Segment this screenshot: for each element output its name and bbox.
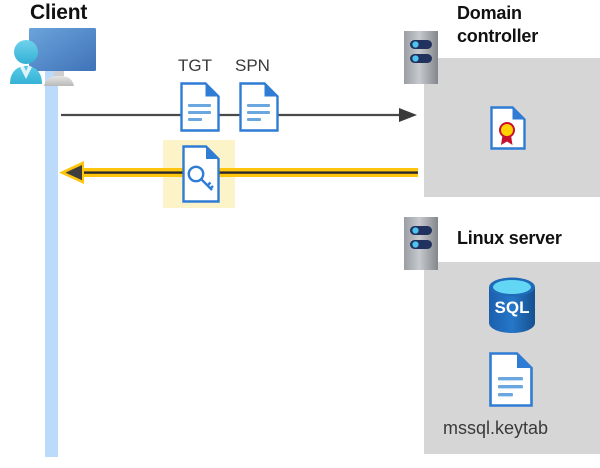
linux-server-rack-icon [404,217,438,270]
client-title: Client [30,1,88,24]
svg-text:SQL: SQL [495,298,530,317]
response-arrow-left-icon [58,160,418,186]
keytab-document-icon [489,352,533,407]
request-arrow-right-icon [58,105,418,125]
domain-controller-server-rack-icon [404,31,438,84]
client-lifeline [45,66,58,457]
spn-label: SPN [235,56,270,75]
linux-server-title: Linux server [457,228,562,248]
tgt-label: TGT [178,56,212,75]
sql-database-icon: SQL [486,277,538,333]
domain-controller-title: Domain controller [457,3,539,46]
service-ticket-key-document-icon [182,145,220,203]
certificate-icon [490,106,526,150]
spn-document-icon [239,82,279,132]
keytab-filename-label: mssql.keytab [443,418,549,438]
monitor-user-icon [6,26,102,88]
tgt-document-icon [180,82,220,132]
